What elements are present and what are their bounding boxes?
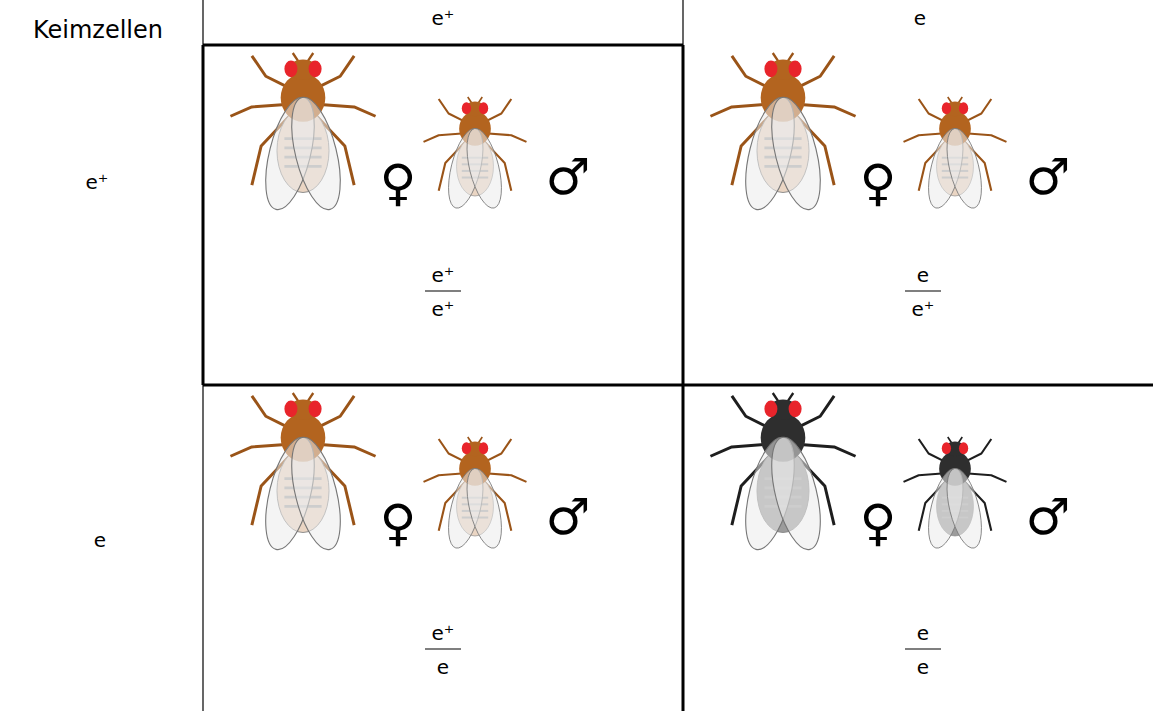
fruit-fly [904,437,1007,551]
allele: e⁺ [432,622,455,644]
sex-symbol: ♂ [546,150,591,205]
allele: e [917,264,929,286]
sex-symbol: ♀ [380,496,417,551]
allele: e⁺ [912,298,935,320]
allele: e [437,656,449,678]
table-heading: Keimzellen [33,17,163,43]
table-line [203,44,683,47]
table-line [202,45,205,385]
sex-symbol: ♀ [860,156,897,211]
allele: e⁺ [432,264,455,286]
fruit-fly [904,97,1007,211]
fruit-fly [424,97,527,211]
table-line [203,384,1153,387]
fraction-bar [425,648,461,649]
fruit-fly [710,53,855,214]
table-line [682,0,683,45]
fruit-fly [230,53,375,214]
gamete-allele: e [914,7,926,29]
allele: e [917,656,929,678]
table-line [202,0,203,711]
allele: e [917,622,929,644]
table-line [682,45,685,711]
sex-symbol: ♂ [1026,490,1071,545]
sex-symbol: ♂ [1026,150,1071,205]
sex-symbol: ♀ [860,496,897,551]
fraction-bar [905,648,941,649]
gamete-allele: e⁺ [432,7,455,29]
fruit-fly [710,393,855,554]
gamete-allele: e [94,529,106,551]
fruit-fly [230,393,375,554]
sex-symbol: ♂ [546,490,591,545]
fraction-bar [905,290,941,291]
fraction-bar [425,290,461,291]
gamete-allele: e⁺ [86,171,109,193]
allele: e⁺ [432,298,455,320]
fruit-fly [424,437,527,551]
sex-symbol: ♀ [380,156,417,211]
